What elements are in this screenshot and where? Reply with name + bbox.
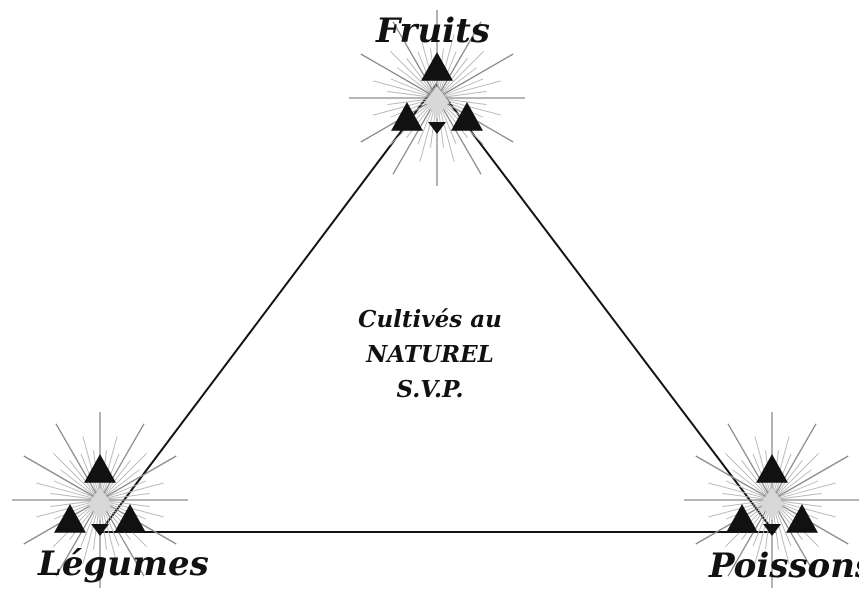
fruits-glyph-triangle [391, 102, 423, 131]
fruits-ray [436, 91, 487, 99]
legumes-ray [36, 482, 101, 501]
center-caption: Cultivés au NATUREL S.V.P. [300, 302, 560, 407]
poissons-ray [771, 453, 819, 501]
fruits-ray [436, 21, 482, 99]
fruits-ray [387, 91, 438, 99]
poissons-ray [741, 460, 773, 501]
starburst-fruits [349, 10, 525, 186]
starburst-poissons [684, 412, 859, 588]
legumes-ray [53, 453, 101, 501]
legumes-glyph-inner [91, 524, 109, 536]
fruits-glyph-triangle [451, 102, 483, 131]
legumes-ray [99, 455, 177, 501]
legumes-ray [99, 469, 140, 501]
starburst-legumes [12, 412, 188, 588]
poissons-ray [771, 469, 812, 501]
legumes-glyph-triangle [54, 504, 86, 533]
fruits-ray [436, 78, 484, 99]
label-legumes: Légumes [38, 544, 209, 584]
fruits-ray [436, 80, 501, 99]
fruits-ray [436, 97, 482, 175]
legumes-ray [82, 436, 101, 501]
poissons-glyph-inner [763, 524, 781, 536]
poissons-ray [771, 436, 790, 501]
fruits-ray [436, 53, 514, 99]
poissons-glyph-triangle [726, 504, 758, 533]
poissons-ray [725, 453, 773, 501]
legumes-glyph-triangle [114, 504, 146, 533]
poissons-glyph-diamond [760, 488, 784, 520]
legumes-ray [99, 460, 131, 501]
poissons-glyph-triangle [786, 504, 818, 533]
legumes-ray [50, 493, 101, 501]
poissons-glyph-triangle [756, 454, 788, 483]
legumes-glyph-diamond [88, 488, 112, 520]
poissons-ray [771, 423, 817, 501]
poissons-ray [771, 499, 817, 577]
poissons-ray [771, 480, 819, 501]
fruits-ray [360, 53, 438, 99]
center-caption-line-3: S.V.P. [396, 376, 464, 403]
poissons-ray [771, 460, 803, 501]
fruits-ray [373, 80, 438, 99]
legumes-ray [69, 460, 101, 501]
fruits-ray [397, 67, 438, 99]
legumes-ray [23, 455, 101, 501]
poissons-ray [771, 455, 849, 501]
fruits-ray [390, 51, 438, 99]
center-caption-line-2: NATUREL [366, 341, 494, 368]
legumes-ray [53, 480, 101, 501]
legumes-ray [99, 453, 147, 501]
fruits-ray [390, 78, 438, 99]
poissons-ray [732, 469, 773, 501]
legumes-ray [99, 423, 145, 501]
fruits-ray [419, 34, 438, 99]
poissons-ray [722, 493, 773, 501]
poissons-ray [708, 482, 773, 501]
fruits-ray [436, 34, 455, 99]
legumes-ray [60, 469, 101, 501]
center-caption-line-1: Cultivés au [358, 306, 502, 333]
fruits-glyph-inner [428, 122, 446, 134]
poissons-ray [754, 436, 773, 501]
fruits-ray [436, 67, 477, 99]
fruits-glyph-diamond [425, 86, 449, 118]
fruits-ray [392, 97, 438, 175]
legumes-ray [55, 499, 101, 577]
fruits-ray [436, 51, 484, 99]
poissons-ray [695, 455, 773, 501]
fruits-ray [436, 58, 468, 99]
legumes-ray [99, 480, 147, 501]
legumes-ray [55, 423, 101, 501]
fruits-ray [392, 21, 438, 99]
label-fruits: Fruits [376, 11, 490, 51]
legumes-ray [99, 436, 118, 501]
legumes-ray [99, 482, 164, 501]
poissons-ray [727, 423, 773, 501]
label-poissons: Poissons [709, 546, 859, 586]
legumes-glyph-triangle [84, 454, 116, 483]
legumes-ray [99, 493, 150, 501]
fruits-ray [406, 58, 438, 99]
legumes-ray [99, 499, 145, 577]
poissons-ray [771, 493, 822, 501]
fruits-glyph-triangle [421, 52, 453, 81]
poissons-ray [725, 480, 773, 501]
poissons-ray [727, 499, 773, 577]
main-triangle [97, 83, 777, 533]
poissons-ray [771, 482, 836, 501]
